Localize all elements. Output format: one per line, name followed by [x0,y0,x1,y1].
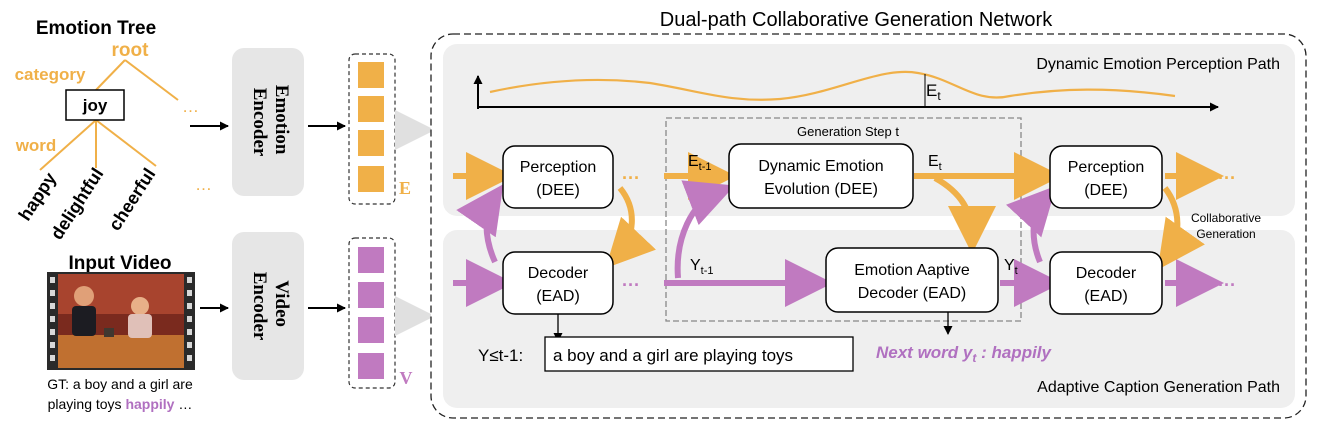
tree-branch [95,59,126,91]
tree-ellipsis: … [182,97,199,116]
svg-text:(EAD): (EAD) [1084,288,1128,305]
label-e-t: Et [928,153,942,173]
emotion-tree-title: Emotion Tree [36,18,156,39]
top-path-label: Dynamic Emotion Perception Path [1036,56,1280,73]
emotion-encoder [232,48,304,196]
perception-block-left: Perception (DEE) [502,145,614,209]
svg-text:(DEE): (DEE) [1084,182,1128,199]
tree-branch [39,119,97,171]
generation-step-label: Generation Step t [797,124,899,139]
tree-node-joy: joy [82,96,108,115]
svg-text:Perception: Perception [520,159,597,176]
history-box [544,336,854,372]
arrow-decoder-to-perception-left [456,184,504,264]
dee-block: Dynamic Emotion Evolution (DEE) [728,143,914,209]
decoder-block-left: Decoder (EAD) [502,251,614,315]
network-title: Dual-path Collaborative Generation Netwo… [660,9,1053,31]
ellipsis-top-right: ··· [1218,168,1236,188]
collab-label-line2: Generation [1196,227,1255,241]
label-e-prev: Et-1 [688,153,712,173]
emotion-feature-stack [348,53,396,205]
arrow-decoder-to-perception-right [1006,185,1057,264]
perception-block-right: Perception (DEE) [1049,145,1163,209]
svg-text:(EAD): (EAD) [536,288,580,305]
arrow-perception-to-decoder-left [605,186,657,269]
ellipsis-bottom-right: ··· [1218,275,1236,295]
label-y-prev: Yt-1 [690,257,714,277]
curve-et-label: Et [926,81,941,103]
next-word-label: Next word yt : happily [876,343,1053,365]
video-encoder [232,232,304,380]
bottom-path-label: Adaptive Caption Generation Path [1037,379,1280,396]
video-encoder-label: Video Encoder [249,272,292,341]
svg-text:Dynamic Emotion: Dynamic Emotion [758,158,883,175]
tree-branch [95,119,157,167]
emotion-feature-label: E [399,178,411,198]
tree-node-joy-box [65,89,125,121]
svg-text:Decoder (EAD): Decoder (EAD) [858,285,966,302]
label-y-t: Yt [1004,257,1018,277]
input-video-title: Input Video [68,253,171,274]
tree-root-label: root [112,40,150,61]
collab-label-line1: Collaborative [1191,211,1261,225]
svg-text:Emotion Aaptive: Emotion Aaptive [854,262,970,279]
emotion-tree: Emotion Tree root category word joy … … … [15,18,212,243]
history-label: Y≤t-1: [478,346,523,365]
svg-text:Evolution (DEE): Evolution (DEE) [764,181,878,198]
tree-ellipsis: … [195,175,212,194]
ellipsis-top-left: ··· [622,168,640,188]
ellipsis-bottom-left: ··· [622,275,640,295]
svg-text:Perception: Perception [1068,159,1145,176]
gt-caption-line1: GT: a boy and a girl are [47,376,193,392]
arrow-e-t-to-ead [933,175,996,254]
video-feature-label: V [400,368,413,388]
tree-branch [124,59,179,101]
tree-category-label: category [15,65,86,84]
filmstrip-holes [50,277,192,361]
decoder-block-right: Decoder (EAD) [1049,251,1163,315]
input-video: Input Video GT: a boy and a girl are pla… [47,253,195,412]
tree-leaf-happy: happy [15,169,61,224]
arrow-y-prev-to-dee [674,180,735,279]
svg-text:Decoder: Decoder [528,265,589,282]
emotion-curve [489,70,1176,101]
emotion-encoder-label: Emotion Encoder [249,85,292,159]
video-feature-stack [348,237,396,389]
video-frame-image [58,274,184,368]
svg-text:(DEE): (DEE) [536,182,580,199]
svg-text:Decoder: Decoder [1076,265,1137,282]
tree-leaf-cheerful: cheerful [105,165,160,235]
gt-caption-line2: playing toys happily … [48,396,193,412]
arrow-perception-to-decoder-right [1157,186,1205,270]
ead-block: Emotion Aaptive Decoder (EAD) [825,247,999,313]
tree-leaf-delightful: delightful [47,164,108,243]
history-text: a boy and a girl are playing toys [553,346,793,365]
tree-word-label: word [15,136,57,155]
